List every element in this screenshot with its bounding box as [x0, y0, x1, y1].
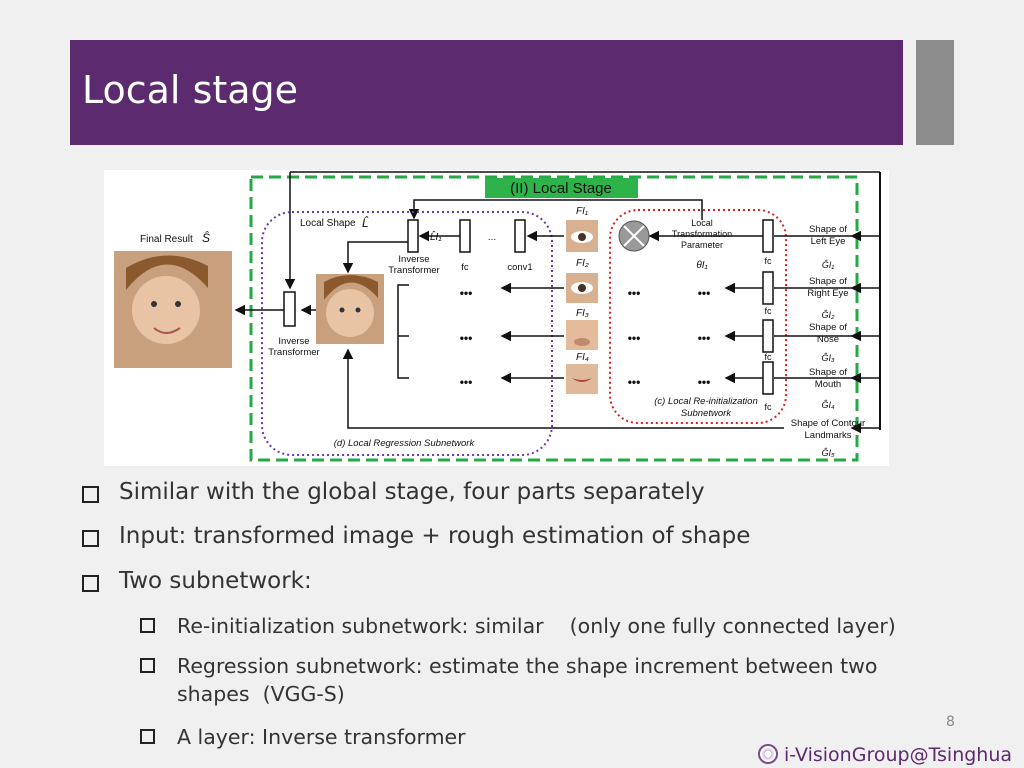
- svg-text:ĜI₃: ĜI₃: [821, 353, 835, 363]
- svg-text:•••: •••: [698, 375, 711, 389]
- svg-text:ĜI₁: ĜI₁: [822, 260, 835, 270]
- stage-label: (II) Local Stage: [510, 180, 612, 197]
- mouth-patch: [566, 364, 598, 394]
- svg-text:L̂: L̂: [362, 215, 369, 230]
- svg-text:•••: •••: [460, 286, 473, 300]
- svg-text:fc: fc: [764, 352, 772, 362]
- svg-text:fc: fc: [461, 262, 469, 273]
- stage-label-bg: [485, 178, 638, 198]
- regression-subnetwork-label: (d) Local Regression Subnetwork: [334, 438, 476, 449]
- svg-text:FI₃: FI₃: [576, 308, 589, 319]
- svg-text:conv1: conv1: [507, 262, 532, 273]
- regression-subnetwork-border: [261, 211, 553, 456]
- footer-text: i-VisionGroup@Tsinghua: [784, 744, 1013, 766]
- svg-text:FI₂: FI₂: [576, 258, 589, 269]
- title-bar: Local stage: [70, 40, 903, 145]
- fc-block-2: [762, 271, 774, 305]
- checkbox-bullet-icon: [140, 658, 155, 673]
- fc-block-3: [762, 319, 774, 353]
- svg-text:ĜI₄: ĜI₄: [821, 400, 835, 410]
- fc-block-4: [762, 361, 774, 395]
- svg-text:•••: •••: [698, 286, 711, 300]
- conv1-block: [514, 219, 526, 253]
- checkbox-bullet-icon: [82, 575, 99, 592]
- fc-block-top: [459, 219, 471, 253]
- svg-text:Ŝ: Ŝ: [202, 230, 210, 245]
- svg-text:fc: fc: [764, 402, 772, 412]
- slide-title: Local stage: [82, 68, 299, 112]
- checkbox-bullet-icon: [82, 486, 99, 503]
- fc-block-1: [762, 219, 774, 253]
- svg-text:ĜI₂: ĜI₂: [822, 310, 836, 320]
- inverse-transformer-top-block: [407, 219, 419, 253]
- svg-text:θI₁: θI₁: [696, 260, 707, 271]
- svg-text:•••: •••: [628, 375, 641, 389]
- tsinghua-seal-icon: [758, 744, 778, 764]
- svg-text:FI₄: FI₄: [576, 352, 589, 363]
- checkbox-bullet-icon: [140, 729, 155, 744]
- svg-text:fc: fc: [764, 256, 772, 266]
- svg-text:FI₁: FI₁: [576, 206, 588, 217]
- inverse-transformer-left-block: [283, 291, 296, 327]
- decorative-side-block: [916, 40, 954, 145]
- svg-text:•••: •••: [628, 331, 641, 345]
- svg-text:fc: fc: [764, 306, 772, 316]
- footer-brand: i-VisionGroup@Tsinghua: [758, 744, 1012, 766]
- svg-text:•••: •••: [628, 286, 641, 300]
- svg-text:•••: •••: [460, 331, 473, 345]
- svg-text:ĜI₅: ĜI₅: [821, 448, 835, 458]
- local-stage-border: [249, 175, 859, 462]
- page-number: 8: [946, 714, 955, 730]
- final-result-label: Final Result: [140, 234, 193, 245]
- checkbox-bullet-icon: [82, 530, 99, 547]
- svg-text:...: ...: [488, 232, 496, 243]
- svg-text:•••: •••: [698, 331, 711, 345]
- reinit-subnetwork-border: [609, 209, 787, 424]
- svg-text:•••: •••: [460, 375, 473, 389]
- checkbox-bullet-icon: [140, 618, 155, 633]
- local-shape-label: Local Shape: [300, 218, 356, 229]
